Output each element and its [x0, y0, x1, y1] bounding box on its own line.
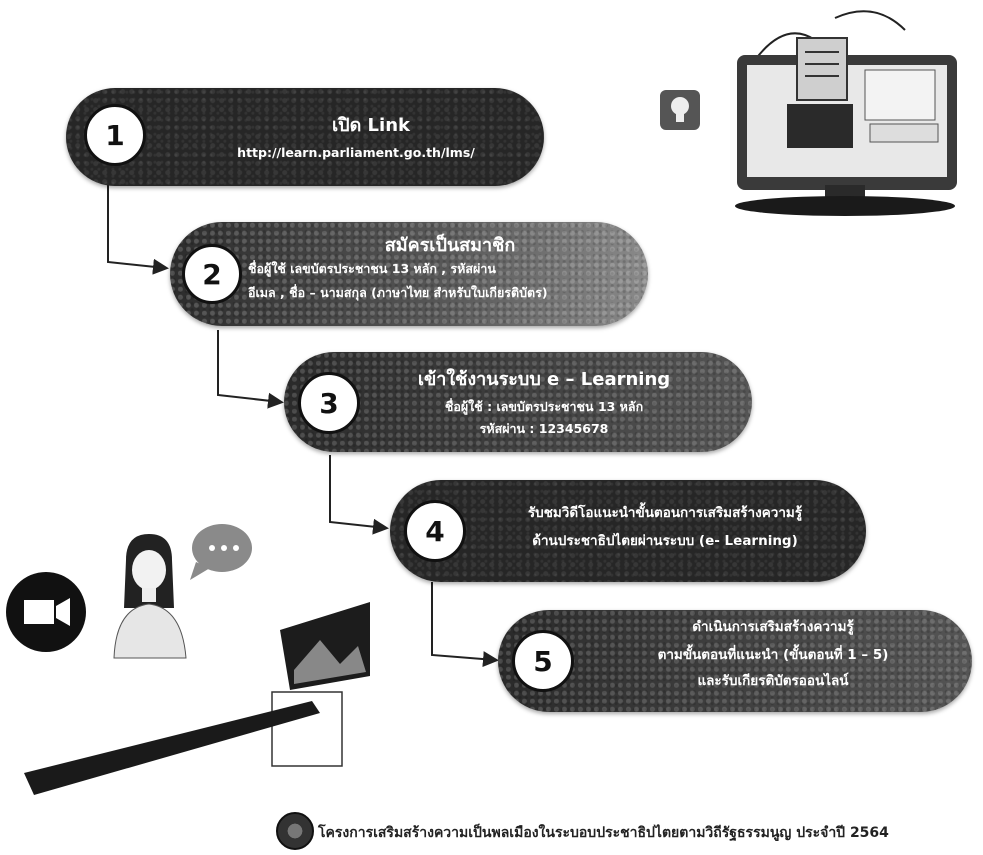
- step-3-number: 3: [298, 372, 360, 434]
- person-avatar-illustration: [113, 534, 187, 659]
- arrow-2-to-3: [217, 330, 284, 409]
- arrow-1-to-2: [107, 185, 169, 275]
- video-camera-icon: [6, 572, 86, 652]
- step-2-line-1: ชื่อผู้ใช้ เลขบัตรประชาชน 13 หลัก , รหัส…: [248, 261, 496, 276]
- chat-bubble-icon: [190, 524, 252, 580]
- step-5-line-3: และรับเกียรติบัตรออนไลน์: [697, 673, 849, 689]
- step-4-line-1: รับชมวิดีโอแนะนำขั้นตอนการเสริมสร้างความ…: [527, 505, 803, 521]
- step-1-link: http://learn.parliament.go.th/lms/: [237, 145, 475, 160]
- step-3-line-1: ชื่อผู้ใช้ : เลขบัตรประชาชน 13 หลัก: [444, 399, 644, 414]
- step-5-box: ดำเนินการเสริมสร้างความรู้ ตามขั้นตอนที่…: [498, 610, 972, 712]
- step-2-number: 2: [182, 244, 242, 304]
- laptop-edge-illustration: [24, 701, 320, 795]
- arrow-4-to-5: [431, 582, 499, 668]
- step-2-box: สมัครเป็นสมาชิก ชื่อผู้ใช้ เลขบัตรประชาช…: [170, 222, 648, 326]
- step-1-number: 1: [84, 104, 146, 166]
- arrow-3-to-4: [329, 455, 389, 535]
- computer-monitor-illustration: [735, 10, 957, 216]
- step-5-line-1: ดำเนินการเสริมสร้างความรู้: [692, 619, 854, 635]
- step-3-line-2: รหัสผ่าน : 12345678: [479, 421, 609, 436]
- step-3-title: เข้าใช้งานระบบ e – Learning: [417, 369, 671, 390]
- step-3-box: เข้าใช้งานระบบ e – Learning ชื่อผู้ใช้ :…: [284, 352, 752, 452]
- footer-text: โครงการเสริมสร้างความเป็นพลเมืองในระบอบป…: [318, 825, 889, 841]
- step-4-box: รับชมวิดีโอแนะนำขั้นตอนการเสริมสร้างความ…: [390, 480, 866, 582]
- lightbulb-icon: [660, 90, 700, 130]
- step-5-number: 5: [512, 630, 574, 692]
- step-1-title: เปิด Link: [332, 115, 410, 136]
- step-4-number: 4: [404, 500, 466, 562]
- step-2-title: สมัครเป็นสมาชิก: [384, 235, 516, 256]
- step-4-line-2: ด้านประชาธิปไตยผ่านระบบ (e- Learning): [532, 533, 798, 549]
- image-frame-illustration: [271, 602, 370, 767]
- parliament-seal-logo: [276, 812, 314, 850]
- step-5-line-2: ตามขั้นตอนที่แนะนำ (ขั้นตอนที่ 1 – 5): [657, 647, 889, 663]
- step-2-line-2: อีเมล , ชื่อ – นามสกุล (ภาษาไทย สำหรับใบ…: [248, 285, 548, 300]
